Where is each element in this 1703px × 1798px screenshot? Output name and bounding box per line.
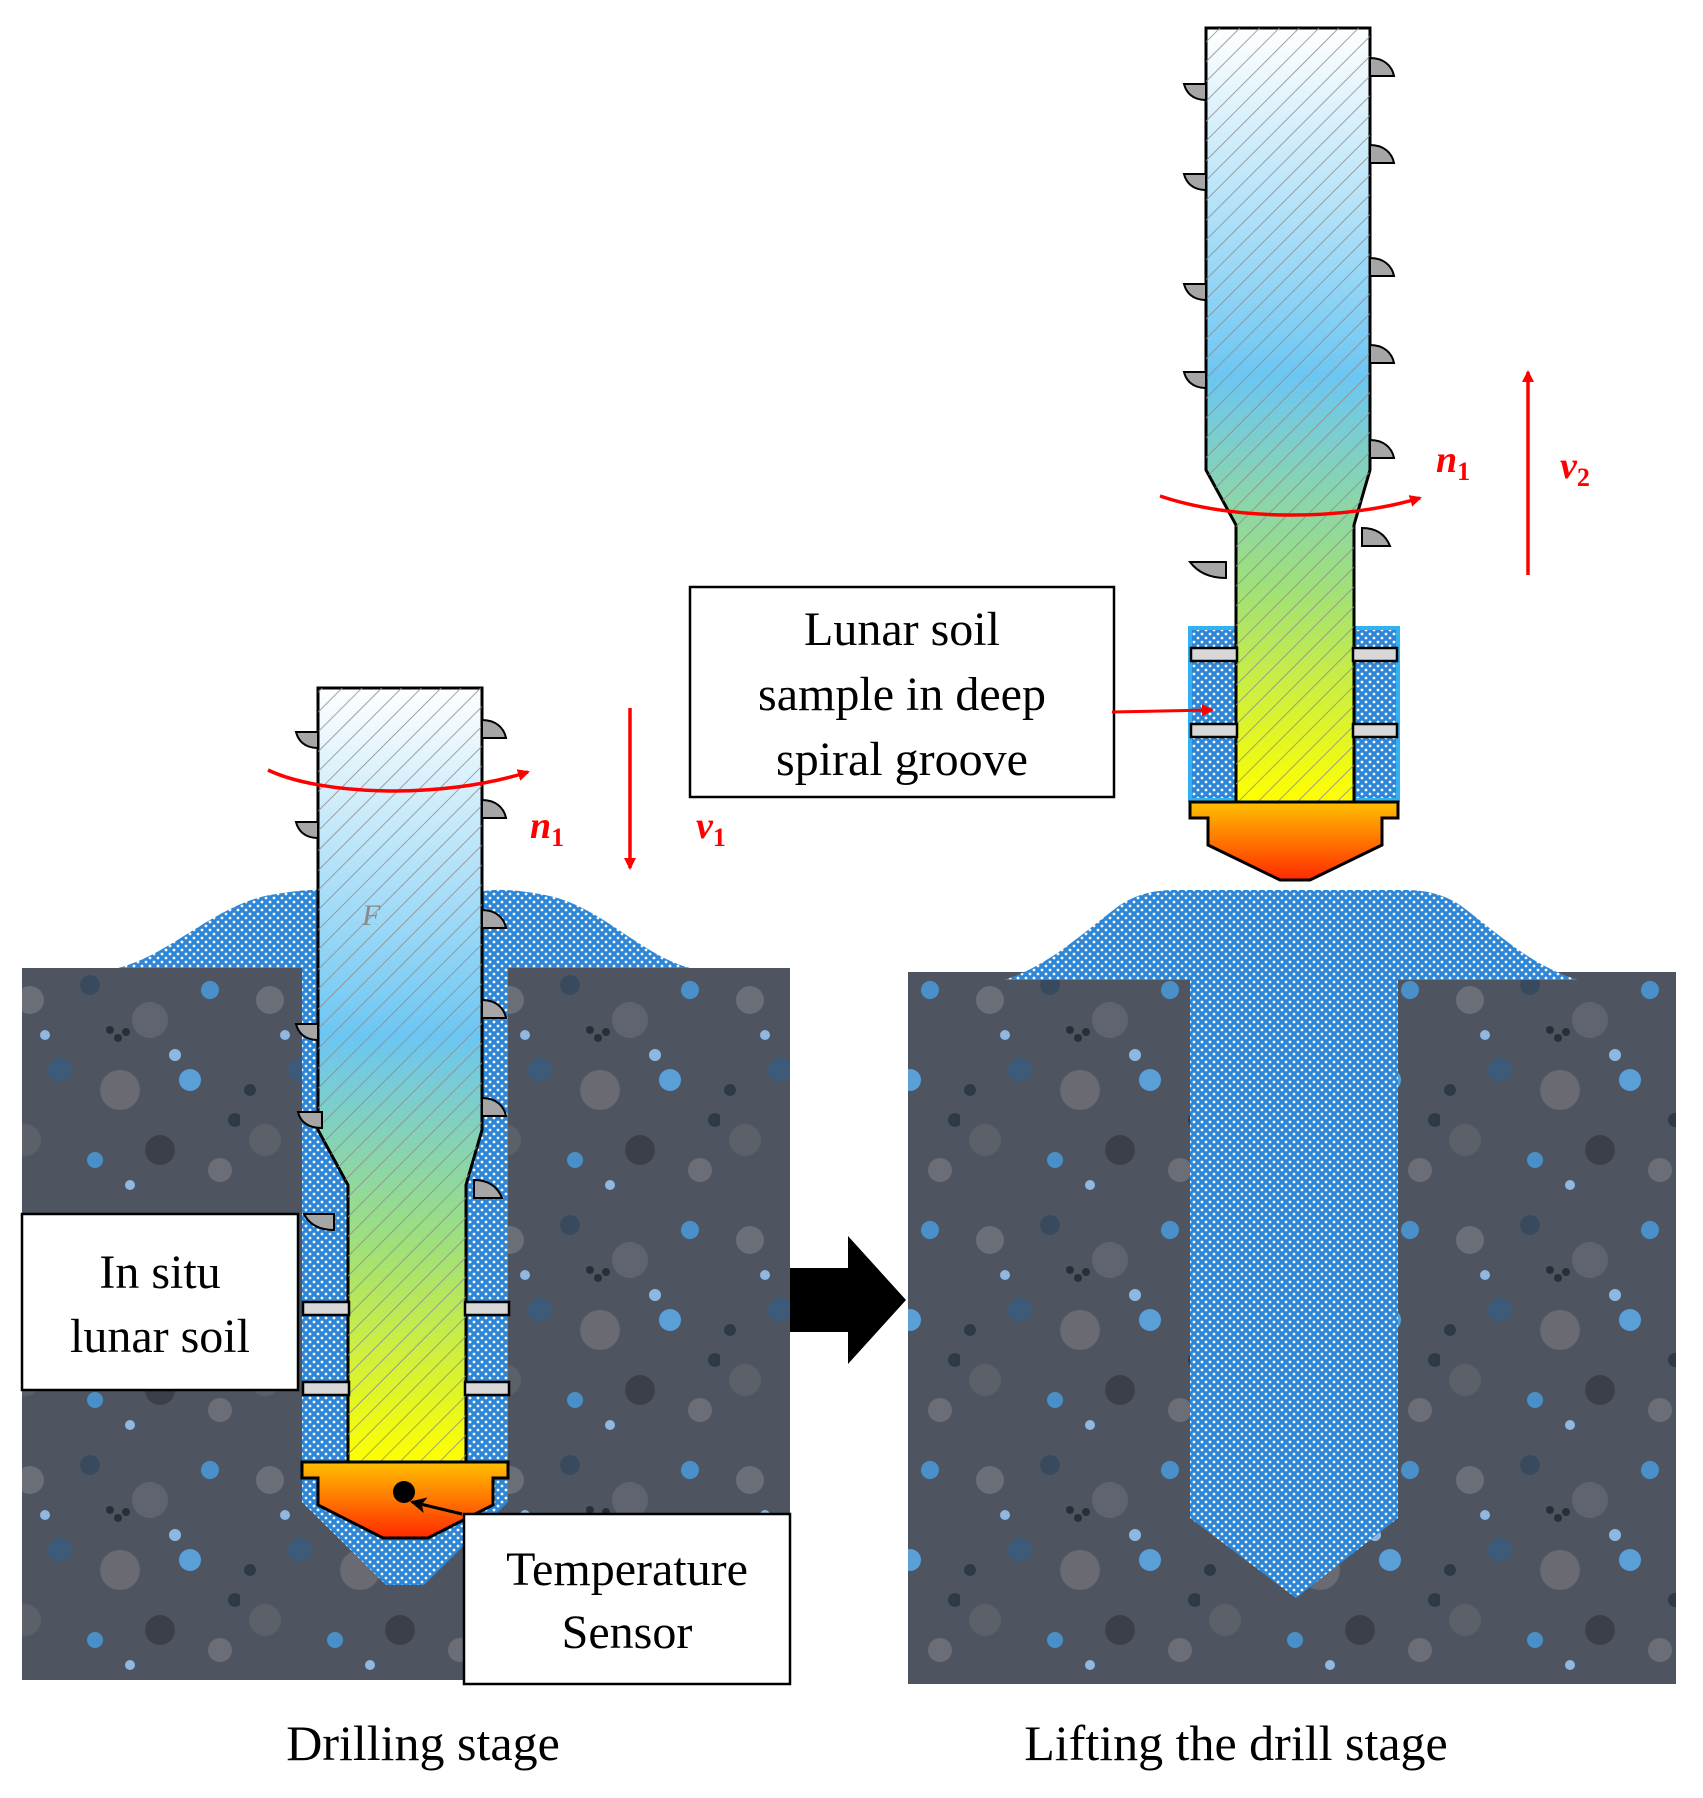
stage-transition-arrow (790, 1236, 906, 1364)
rotation-symbol-left: n1 (530, 805, 564, 852)
spiral-groove-bars-right (1189, 646, 1399, 739)
in-situ-label-line2: lunar soil (70, 1310, 250, 1363)
lifting-stage-panel: n1 v2 Lunar soil sample in deep spiral g… (688, 26, 1676, 1771)
drilling-stage-panel: F n1 v1 In situ lunar soil Temperature S… (20, 686, 792, 1771)
lunar-sample-pointer-arrow (1111, 704, 1214, 717)
temperature-label-line1: Temperature (506, 1543, 748, 1596)
velocity-symbol-right: v2 (1560, 445, 1590, 492)
borehole-soil-right (1190, 975, 1398, 1598)
lifting-stage-caption: Lifting the drill stage (1024, 1715, 1448, 1771)
temperature-pointer-arrow (410, 1497, 463, 1516)
lunar-sample-label-line1: Lunar soil (804, 603, 1000, 656)
temperature-label-line2: Sensor (562, 1606, 693, 1659)
temperature-label-box (462, 1512, 792, 1686)
rotation-arrow-left (267, 768, 530, 793)
lunar-sample-label-line2: sample in deep (758, 668, 1046, 721)
loose-soil-mound-right (1004, 890, 1578, 980)
velocity-symbol-left: v1 (696, 805, 726, 852)
spiral-blades-right (1182, 56, 1396, 580)
drill-bit-right (1188, 800, 1400, 882)
rotation-symbol-right: n1 (1436, 439, 1470, 486)
in-situ-label-box (20, 1212, 300, 1392)
lunar-sample-label-box (688, 585, 1116, 799)
force-label: F (361, 899, 381, 932)
spiral-groove-bars-left (301, 1300, 511, 1397)
spiral-blades-left (294, 718, 508, 1232)
temperature-sensor-dot (393, 1481, 415, 1503)
in-situ-label-line1: In situ (99, 1246, 220, 1299)
drilling-stage-caption: Drilling stage (286, 1715, 560, 1771)
lunar-sample-label-line3: spiral groove (776, 733, 1028, 786)
rotation-arrow-right (1159, 494, 1422, 517)
